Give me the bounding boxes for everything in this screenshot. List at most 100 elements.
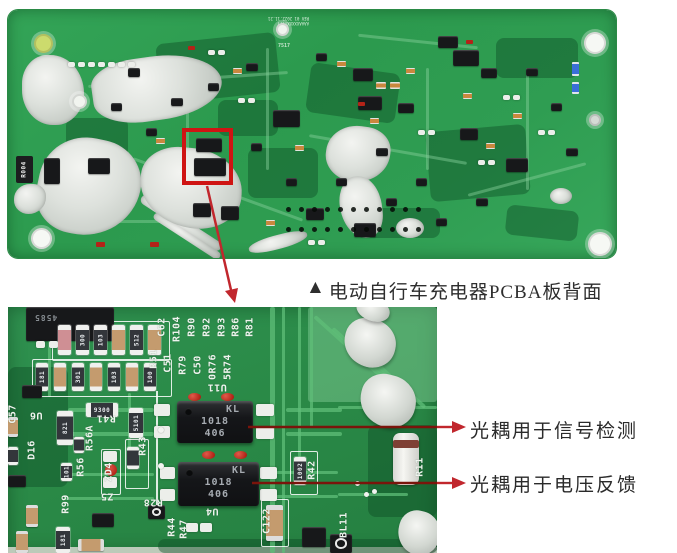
smd-capacitor [337,61,346,67]
optocoupler-feedback: KL 1018 406 [178,462,259,506]
vent-hole [364,227,369,232]
silkscreen-label: R11 [414,457,426,477]
trace [266,48,269,170]
annotation-arrowhead-2 [452,477,466,489]
vent-hole [416,207,421,212]
pin1-mark [185,408,192,415]
highlight-rectangle [182,128,233,185]
silkscreen-label: 5R74 [222,353,234,381]
silkscreen-label: R42 [306,460,318,480]
silkscreen-label: R93 [216,317,228,337]
solder-pad [78,62,85,67]
smd-component [208,83,219,91]
smd-capacitor [78,539,104,551]
trace [426,68,429,170]
smd-resistor [148,325,161,355]
smd-resistor: 5101 [129,408,143,438]
component-marking: 821 [61,421,69,435]
solder-tinned-area [247,227,309,257]
solder-pad [538,130,545,135]
optocoupler-signal: KL 1018 406 [177,401,253,443]
mounting-hole [584,32,606,54]
ic-marking: 4585 [34,313,58,322]
silkscreen-label: R51 [148,349,160,369]
smd-component [194,158,226,176]
silkscreen-outline [101,449,121,495]
via [355,481,360,486]
red-mark [96,242,105,247]
smd-component [246,63,258,71]
pcb-closeup-photo: KL 1018 406 KL 1018 406 4585 300 103 512 181… [8,307,437,553]
silkscreen-outline [125,439,149,489]
smd-capacitor [266,505,283,541]
silkscreen-label: R56A [84,424,96,452]
smd-component [506,158,528,172]
smd-capacitor [463,93,472,99]
smd-resistor: 300 [76,325,89,355]
red-mark [234,451,247,459]
vent-hole [351,227,356,232]
smd-resistor: 181 [36,363,48,391]
via [372,489,377,494]
via [158,427,164,433]
smd-capacitor [390,82,400,89]
solder-pad [160,489,175,501]
trace [310,307,313,427]
smd-resistor [127,447,139,469]
smd-component [286,178,297,186]
smd-capacitor [295,145,304,151]
smd-component [193,203,211,217]
smd-component [273,110,300,127]
silkscreen-label: C50 [192,355,204,375]
smd-capacitor [513,113,522,119]
component-marking: 181 [59,533,67,547]
silkscreen-line [156,391,158,517]
solder-pad [503,95,510,100]
component-r004-label: R004 [20,161,28,178]
component-marking: 101 [63,465,70,479]
smd-resistor [54,363,66,391]
component-marking: 301 [74,370,82,384]
silkscreen-label: R104 [171,315,183,343]
smd-component [398,103,414,113]
smd-resistor [126,363,138,391]
solder-pad [186,523,198,532]
smd-resistor: 101 [61,463,72,481]
trace [48,307,51,397]
silkscreen-label: R56 [75,457,87,477]
caption-triangle-icon: ▲ [306,277,326,298]
silkscreen-label: BL11 [338,511,350,539]
trace [68,220,188,223]
copper-pour-region [504,204,580,242]
silkscreen-rev-text: AAAAXXXXXYYYY REV 01 2022.11.21 [268,16,309,26]
mounting-hole [72,94,87,109]
component-marking: 181 [38,370,46,384]
smd-capacitor [233,68,242,74]
red-mark [466,40,473,44]
vent-hole [390,227,395,232]
smd-component [148,505,165,519]
silkscreen-label: R81 [244,317,256,337]
vent-hole [390,207,395,212]
solder-pad [103,477,117,488]
silkscreen-label: U4 [205,505,219,517]
smd-resistor: 512 [130,325,143,355]
smd-resistor: 103 [94,325,107,355]
red-mark [202,451,215,459]
smd-component [476,198,488,206]
silkscreen-label: Z5 [100,490,114,502]
trace [338,493,408,496]
copper-pour-region [158,539,437,553]
smd-component [44,158,60,184]
vent-hole [325,227,330,232]
solder-tinned-area [28,128,150,246]
component-ring [151,508,162,516]
smd-resistor [74,437,84,453]
smd-component [460,128,478,140]
smd-component [551,103,562,111]
solder-pad [208,50,215,55]
vent-hole [299,207,304,212]
silkscreen-outline [32,359,172,397]
silkscreen-label: ZD4 [103,462,115,482]
smd-component [111,103,122,111]
